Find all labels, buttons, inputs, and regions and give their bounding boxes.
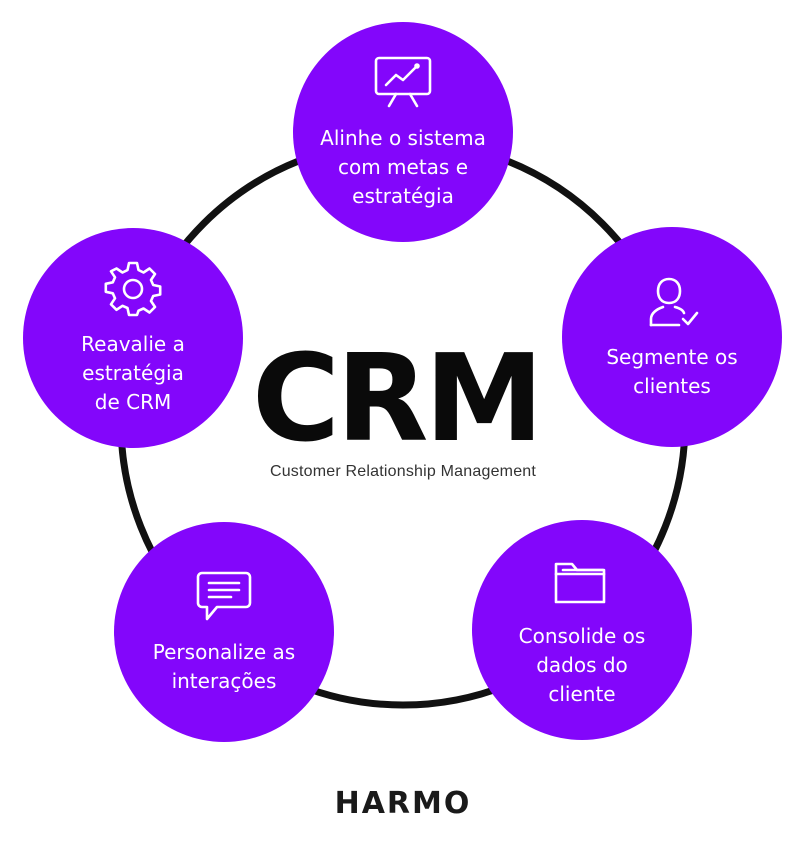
step-segment-clients: Segmente os clientes: [562, 227, 782, 447]
step-label: Segmente os clientes: [606, 345, 738, 398]
harmo-logo: HARMO: [334, 786, 472, 821]
step-label: Reavalie a estratégia de CRM: [81, 331, 185, 414]
crm-title: CRM: [252, 330, 544, 469]
step-label: Alinhe o sistema com metas e estratégia: [320, 125, 486, 208]
step-consolidate-data: Consolide os dados do cliente: [472, 520, 692, 740]
step-personalize-interactions: Personalize as interações: [114, 522, 334, 742]
crm-subtitle: Customer Relationship Management: [269, 463, 537, 480]
chat-bubble-icon: [192, 568, 256, 626]
folder-icon: [550, 552, 614, 610]
presentation-chart-icon: [371, 54, 435, 112]
user-check-icon: [640, 273, 704, 331]
step-align-system: Alinhe o sistema com metas e estratégia: [293, 22, 513, 242]
gear-icon: [101, 260, 165, 318]
step-label: Personalize as interações: [152, 640, 296, 693]
step-reevaluate-strategy: Reavalie a estratégia de CRM: [23, 228, 243, 448]
step-label: Consolide os dados do cliente: [518, 623, 646, 706]
